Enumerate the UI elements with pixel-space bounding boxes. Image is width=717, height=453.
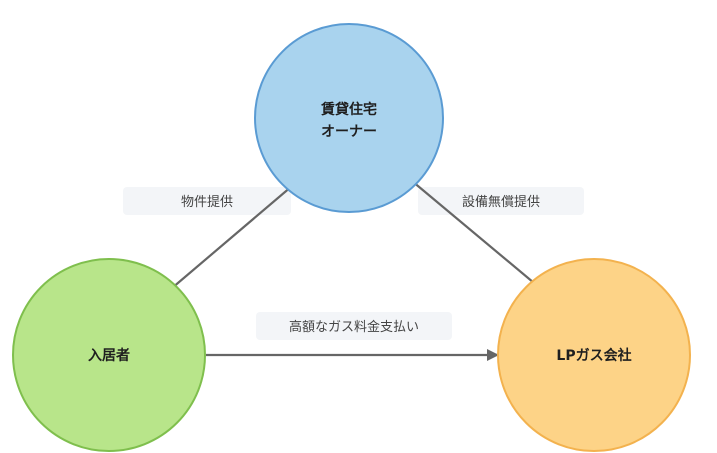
edge-label-bg-property (123, 187, 291, 215)
edge-label-payment: 高額なガス料金支払い (289, 319, 419, 335)
node-tenant (12, 258, 206, 452)
tenant-label: 入居者 (88, 348, 130, 364)
owner-label-line1: 賃貸住宅 (320, 101, 377, 118)
arrow-gas-to-owner (404, 174, 547, 294)
gas-company-label: LPガス会社 (556, 347, 631, 364)
node-owner (254, 23, 444, 213)
arrow-owner-to-tenant (163, 174, 306, 296)
owner-label-line2: オーナー (321, 124, 377, 140)
edge-label-property: 物件提供 (181, 194, 233, 210)
edge-label-bg-payment (256, 312, 452, 340)
edge-label-bg-equipment (418, 187, 584, 215)
edge-label-equipment: 設備無償提供 (462, 194, 540, 210)
node-gas-company (497, 258, 691, 452)
